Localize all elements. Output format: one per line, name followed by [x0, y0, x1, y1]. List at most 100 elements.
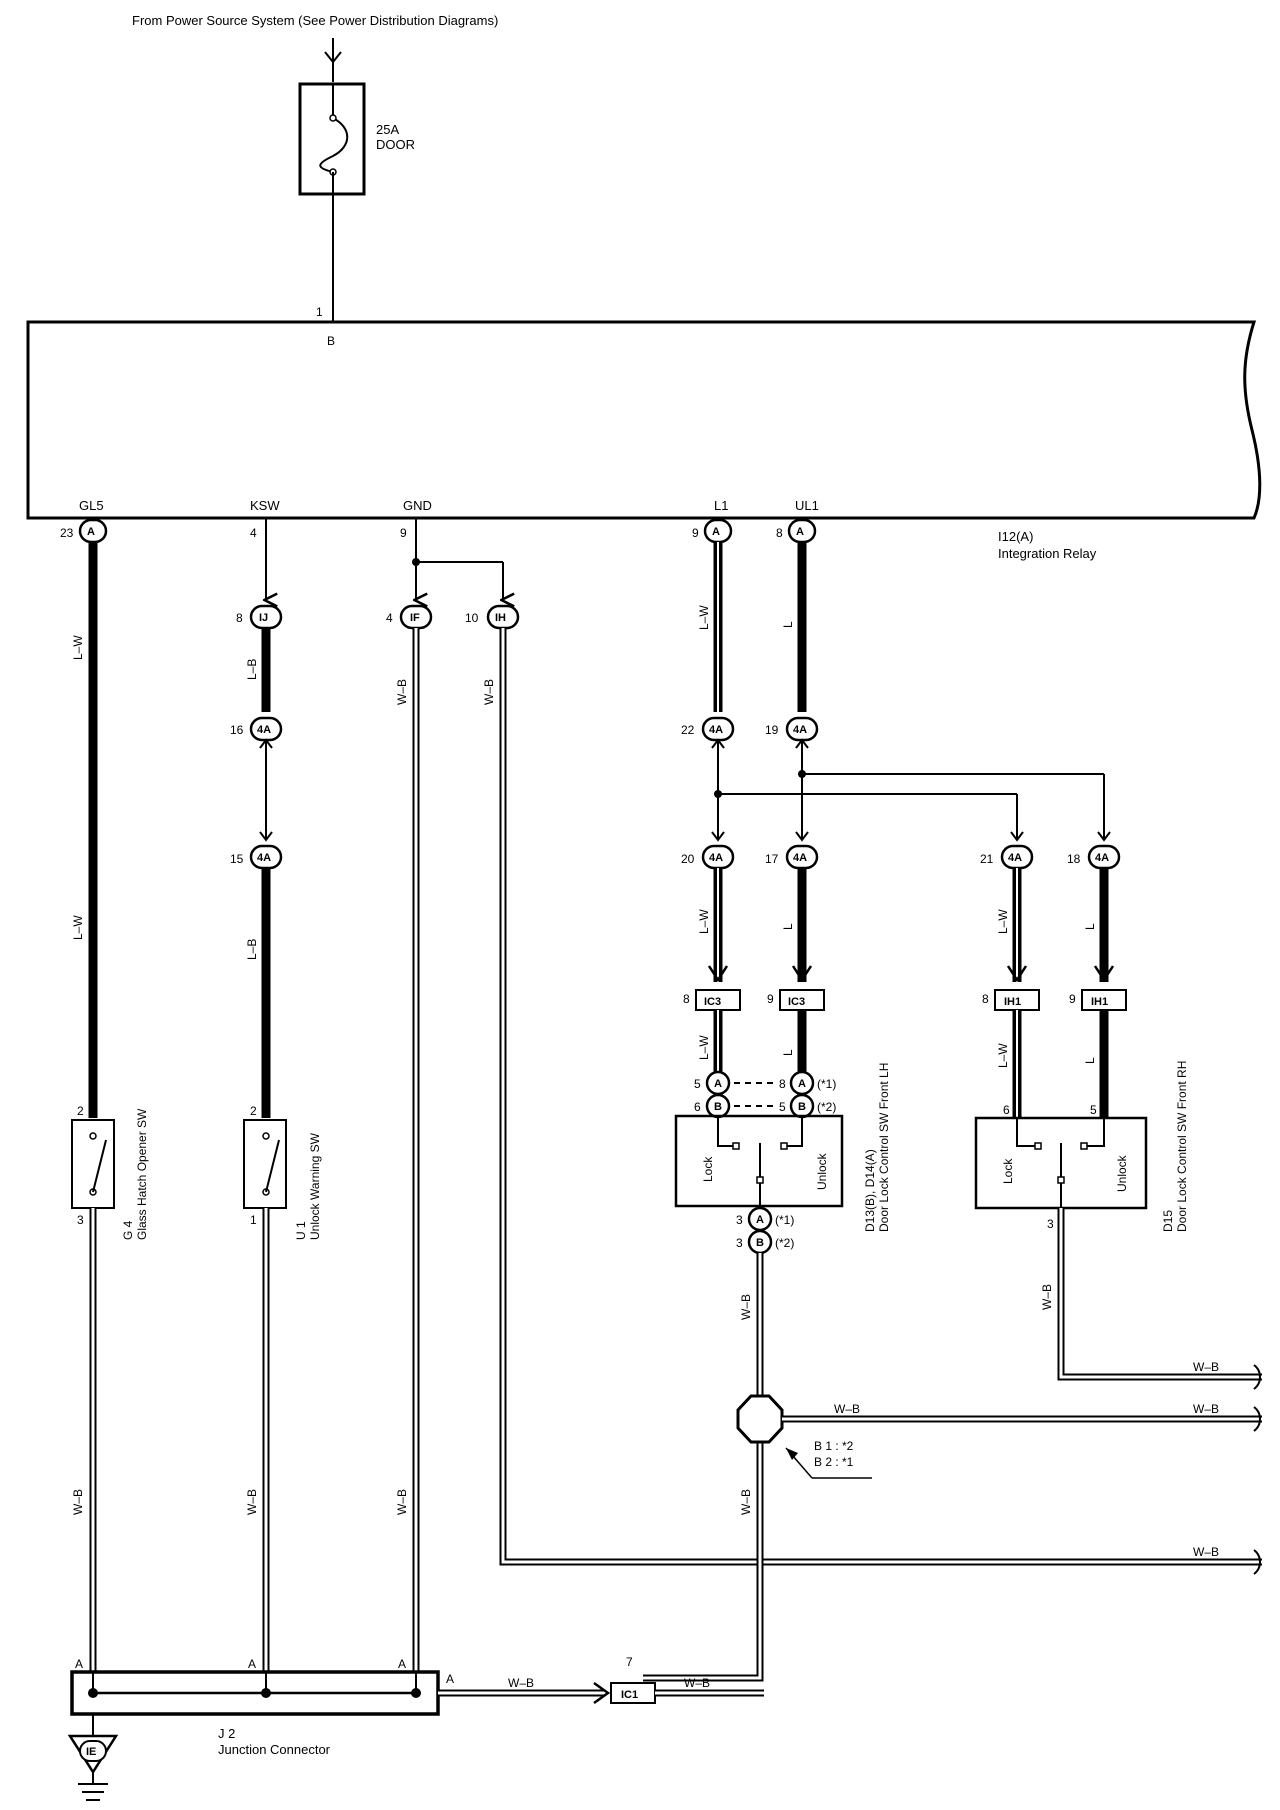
svg-text:B: B	[714, 1101, 722, 1113]
wires-lh-switch	[713, 1010, 807, 1080]
switch-g4	[71, 1119, 115, 1209]
pin-l1-4a-20: 20	[681, 852, 695, 866]
wire-lh-ground	[643, 1253, 764, 1682]
svg-text:A: A	[798, 1078, 806, 1090]
fuse-name: DOOR	[376, 137, 415, 152]
svg-text:A: A	[714, 1078, 722, 1090]
pin-g4-2: 2	[77, 1104, 84, 1118]
pin-gnd-9: 9	[400, 526, 407, 540]
wire-label-lb-1: L–B	[245, 659, 259, 680]
svg-text:4A: 4A	[709, 852, 723, 864]
wire-label-wb-rh-2: W–B	[1193, 1360, 1219, 1374]
terminal-gnd: GND	[403, 498, 432, 513]
wire-label-l-ul1: L	[781, 621, 795, 628]
connector-lh-b-lock: B	[705, 1093, 731, 1119]
relay-desc: Integration Relay	[998, 546, 1097, 561]
wire-label-wb-splice: W–B	[834, 1402, 860, 1416]
pin-rh-6: 6	[1003, 1103, 1010, 1117]
svg-text:IF: IF	[410, 612, 420, 624]
pin-lh-8: 8	[779, 1077, 786, 1091]
wires-rh-switch	[1012, 1010, 1109, 1118]
wire-rh-ground	[1057, 1208, 1262, 1390]
pin-gl5-23: 23	[60, 526, 74, 540]
svg-text:A: A	[87, 526, 95, 538]
wire-label-lb-2: L–B	[245, 939, 259, 960]
wire-label-wb-ic1: W–B	[684, 1676, 710, 1690]
rh-name: Door Lock Control SW Front RH	[1175, 1061, 1189, 1232]
wire-label-wb-lh: W–B	[739, 1294, 753, 1320]
terminal-ksw: KSW	[250, 498, 280, 513]
svg-text:4A: 4A	[793, 852, 807, 864]
svg-text:IH: IH	[495, 612, 506, 624]
pin-lh-6: 6	[694, 1100, 701, 1114]
wire-label-wb-rh: W–B	[1040, 1284, 1054, 1310]
splice-b1-label: B 1 : *2	[814, 1439, 854, 1453]
relay-terminal-b: B	[327, 334, 335, 348]
connector-ih1-l: IH1	[994, 989, 1040, 1011]
fuse-25a-door	[298, 82, 366, 196]
wire-label-wb-g4: W–B	[71, 1489, 85, 1515]
wire-label-wb-ih-2: W–B	[1193, 1545, 1219, 1559]
connector-l1-a: A	[703, 518, 733, 544]
pin-ul1-8: 8	[776, 526, 783, 540]
wire-label-l-ih1: L	[1083, 1057, 1097, 1064]
pin-ih1-8: 8	[982, 992, 989, 1006]
svg-text:4A: 4A	[1095, 852, 1109, 864]
pin-if-4: 4	[386, 611, 393, 625]
connector-4a-18: 4A	[1087, 844, 1121, 870]
wire-label-l-17: L	[781, 923, 795, 930]
connector-lh-b-gnd: B	[747, 1229, 773, 1255]
junction-connector-j2	[70, 1670, 440, 1716]
connector-gl5-a: A	[78, 518, 108, 544]
wire-label-lw-l1: L–W	[697, 605, 711, 630]
lh-id: D13(B), D14(A)	[863, 1149, 877, 1232]
splice-pointer-arrow	[785, 1447, 872, 1479]
relay-id: I12(A)	[998, 529, 1033, 544]
connector-4a-15: 4A	[249, 844, 283, 870]
g4-id: G 4	[121, 1220, 135, 1240]
wire-label-wb-ih: W–B	[482, 679, 496, 705]
wire-label-lw-ic3: L–W	[697, 1035, 711, 1060]
svg-text:4A: 4A	[1008, 852, 1022, 864]
connector-ij: IJ	[249, 604, 283, 630]
wire-label-lw-ih1: L–W	[996, 1043, 1010, 1068]
splice-b1-b2	[736, 1394, 1262, 1444]
connector-4a-19: 4A	[785, 716, 819, 742]
pin-ul1-4a-19: 19	[765, 723, 779, 737]
pin-ij-8: 8	[236, 611, 243, 625]
svg-text:A: A	[712, 526, 720, 538]
pin-j2-a1: A	[75, 1657, 83, 1671]
connector-lh-a-unlock: A	[789, 1070, 815, 1096]
connector-ic1: IC1	[610, 1682, 656, 1704]
wire-label-lw-2: L–W	[71, 915, 85, 940]
pin-ksw-4: 4	[250, 526, 257, 540]
terminal-gl5: GL5	[79, 498, 104, 513]
u1-id: U 1	[294, 1221, 308, 1240]
wire-label-lw-21: L–W	[996, 909, 1010, 934]
wire-label-l-18: L	[1083, 923, 1097, 930]
svg-text:4A: 4A	[257, 852, 271, 864]
wire-label-wb-if-2: W–B	[395, 1489, 409, 1515]
rh-lock-label: Lock	[1001, 1158, 1015, 1184]
integration-relay-box	[26, 320, 1262, 520]
pin-rh-3: 3	[1047, 1217, 1054, 1231]
wire-label-l-ic3: L	[781, 1049, 795, 1056]
connector-4a-20: 4A	[701, 844, 735, 870]
note-star2-top: (*2)	[817, 1100, 836, 1114]
wire-label-wb-if: W–B	[395, 679, 409, 705]
pin-rh-5: 5	[1090, 1103, 1097, 1117]
connector-4a-16: 4A	[249, 716, 283, 742]
j2-id: J 2	[218, 1726, 235, 1741]
lh-lock-label: Lock	[701, 1156, 715, 1182]
connector-4a-21: 4A	[1000, 844, 1034, 870]
connector-ic3-l: IC3	[695, 989, 741, 1011]
svg-text:A: A	[756, 1214, 764, 1226]
connector-ih1-ul: IH1	[1081, 989, 1127, 1011]
connector-lh-a-gnd: A	[747, 1206, 773, 1232]
svg-text:B: B	[756, 1237, 764, 1249]
wire-label-wb-splice-2: W–B	[1193, 1402, 1219, 1416]
svg-text:IC1: IC1	[621, 1689, 638, 1701]
pin-j2-a2: A	[248, 1657, 256, 1671]
svg-text:IC3: IC3	[704, 996, 721, 1008]
pin-lh-3b: 3	[736, 1236, 743, 1250]
